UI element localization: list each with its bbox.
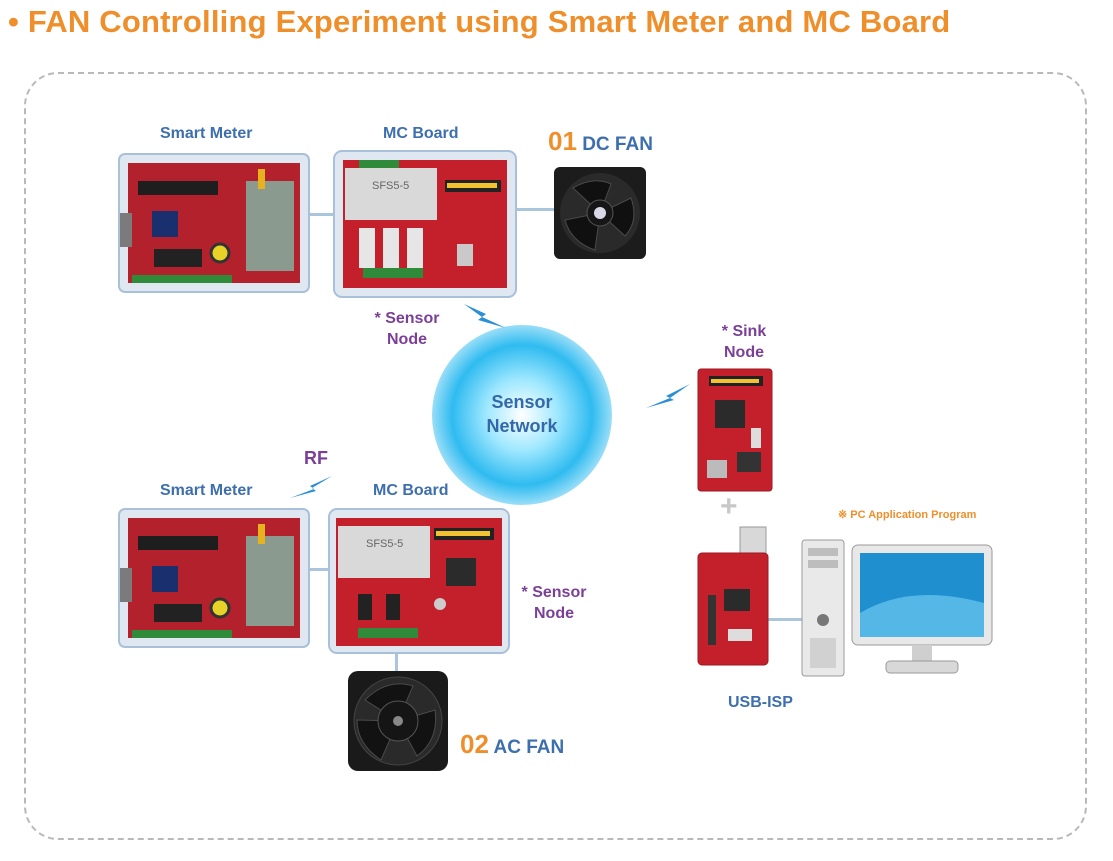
plus-sign: + bbox=[720, 490, 738, 523]
usb-isp-label: USB-ISP bbox=[728, 694, 793, 711]
dc-fan-text: DC FAN bbox=[582, 134, 653, 155]
ac-fan-text: AC FAN bbox=[493, 737, 565, 758]
wireless-bolt-icon bbox=[464, 304, 506, 328]
pc-application-label: ※ PC Application Program bbox=[838, 509, 977, 521]
rf-label: RF bbox=[304, 448, 328, 468]
connector-bottom-meter-board bbox=[308, 568, 332, 571]
pc-tower-image bbox=[801, 539, 845, 677]
sink-node-line2: Node bbox=[724, 344, 764, 361]
sink-node-board bbox=[697, 368, 773, 492]
dc-fan-image bbox=[554, 167, 646, 259]
sfs-text-bottom: SFS5-5 bbox=[366, 538, 404, 550]
smart-meter-board-bottom bbox=[118, 508, 310, 648]
sensor-network-line1: Sensor bbox=[491, 392, 553, 412]
usb-isp-board bbox=[697, 526, 769, 666]
sensor-node-top-line1: * Sensor bbox=[374, 310, 440, 327]
wireless-bolt-icon bbox=[646, 384, 690, 408]
sensor-network-line2: Network bbox=[486, 416, 558, 436]
connector-usb-pc bbox=[766, 618, 806, 621]
sensor-node-bottom-line1: * Sensor bbox=[521, 584, 587, 601]
smart-meter-board-top bbox=[118, 153, 310, 293]
mc-board-label-bottom: MC Board bbox=[373, 482, 449, 499]
connector-bottom-board-fan bbox=[395, 652, 398, 674]
sink-node-label: * Sink Node bbox=[704, 321, 784, 363]
mc-board-top bbox=[333, 150, 517, 298]
connector-top-meter-board bbox=[308, 213, 336, 216]
connector-top-board-fan bbox=[516, 208, 556, 211]
sink-node-line1: * Sink bbox=[721, 323, 767, 340]
fan-number-01: 01 bbox=[548, 126, 577, 156]
mc-board-bottom bbox=[328, 508, 510, 654]
page-title: • FAN Controlling Experiment using Smart… bbox=[8, 4, 951, 39]
dc-fan-label: 01 DC FAN bbox=[548, 126, 653, 157]
ac-fan-label: 02 AC FAN bbox=[460, 729, 564, 760]
diagram-frame bbox=[24, 72, 1087, 840]
sensor-node-bottom-line2: Node bbox=[534, 605, 574, 622]
wireless-bolt-icon bbox=[290, 476, 332, 498]
smart-meter-label-top: Smart Meter bbox=[160, 125, 253, 142]
ac-fan-image bbox=[348, 671, 448, 771]
sensor-node-top-line2: Node bbox=[387, 331, 427, 348]
sensor-network-glow bbox=[432, 325, 612, 505]
pc-monitor-image bbox=[851, 544, 993, 674]
sensor-network-label: Sensor Network bbox=[452, 390, 592, 438]
mc-board-label-top: MC Board bbox=[383, 125, 459, 142]
sensor-node-label-top: * Sensor Node bbox=[367, 308, 447, 350]
sfs-text-top: SFS5-5 bbox=[372, 180, 410, 192]
smart-meter-label-bottom: Smart Meter bbox=[160, 482, 253, 499]
fan-number-02: 02 bbox=[460, 729, 489, 759]
sensor-node-label-bottom: * Sensor Node bbox=[514, 582, 594, 624]
